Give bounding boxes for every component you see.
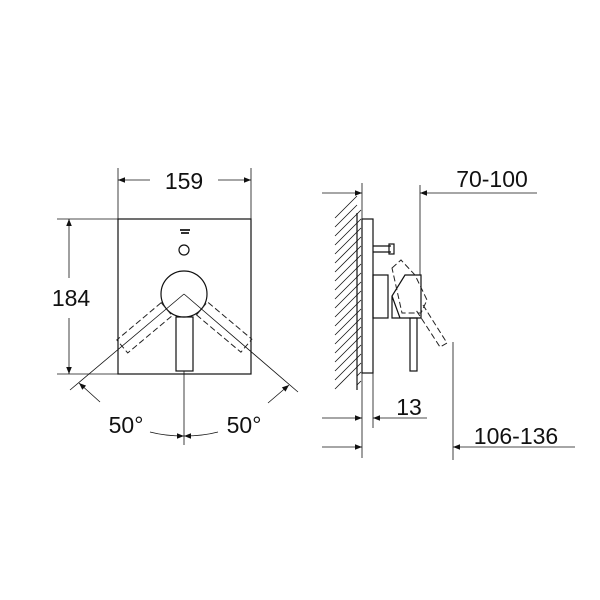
hatch-line (334, 294, 358, 318)
lever-rotated-right (195, 301, 253, 353)
height-dimension-label: 184 (52, 285, 91, 311)
handle-body-side (372, 274, 389, 319)
angle-arc-right (183, 431, 219, 439)
front-view: 159 184 50° 50° (52, 168, 299, 445)
cover-plate (117, 218, 252, 375)
hatch-line (334, 195, 358, 219)
handle-lever (175, 316, 194, 372)
hatch-line (334, 348, 358, 372)
hatch-line (334, 276, 358, 300)
hatch-tick (356, 254, 362, 260)
hatch-tick (356, 317, 362, 323)
hatch-tick (356, 299, 362, 305)
angle-arrow-right (267, 384, 290, 404)
hatch-line (334, 240, 358, 264)
hatch-tick (356, 326, 362, 332)
hatch-line (334, 321, 358, 345)
hatch-tick (356, 290, 362, 296)
diverter-button (178, 244, 190, 256)
handle-lever-side (409, 317, 418, 372)
hatch-line (334, 366, 358, 390)
hatch-tick (356, 263, 362, 269)
hatch-line (334, 285, 358, 309)
angle-left-label: 50° (109, 412, 144, 438)
wall-hatching (334, 195, 362, 390)
hatch-tick (356, 281, 362, 287)
hatch-line (334, 330, 358, 354)
width-dimension-label: 159 (165, 168, 203, 194)
diverter-button-side (373, 243, 395, 255)
hatch-tick (356, 362, 362, 368)
hatch-line (334, 267, 358, 291)
hatch-tick (356, 272, 362, 278)
angle-line-right (183, 293, 299, 393)
angle-arrow-left (78, 382, 101, 403)
hatch-tick (356, 353, 362, 359)
lever-rotated-side (415, 304, 448, 348)
hatch-tick (356, 308, 362, 314)
cover-plate-side (361, 218, 374, 374)
side-view: 70-100 13 106-136 (322, 166, 575, 460)
hatch-tick (356, 245, 362, 251)
hatch-line (334, 204, 358, 228)
hatch-line (334, 312, 358, 336)
handle-rotated-side (391, 259, 428, 314)
angle-right-label: 50° (227, 412, 262, 438)
hatch-line (334, 258, 358, 282)
plate-thickness-label: 13 (396, 394, 422, 420)
hatch-line (334, 249, 358, 273)
hatch-line (334, 222, 358, 246)
angle-arc-left (149, 431, 185, 439)
hatch-tick (356, 209, 362, 215)
hatch-line (334, 339, 358, 363)
hatch-tick (356, 227, 362, 233)
lever-rotated-left (116, 301, 173, 354)
hatch-line (334, 357, 358, 381)
hatch-line (334, 231, 358, 255)
hatch-tick (356, 380, 362, 386)
hatch-line (334, 213, 358, 237)
depth-bottom-label: 106-136 (474, 423, 558, 449)
hatch-line (334, 303, 358, 327)
hatch-tick (356, 218, 362, 224)
hatch-tick (356, 236, 362, 242)
hatch-tick (356, 371, 362, 377)
depth-top-label: 70-100 (456, 166, 528, 192)
hatch-tick (356, 335, 362, 341)
hatch-tick (356, 344, 362, 350)
brand-logo-icon (180, 229, 190, 234)
